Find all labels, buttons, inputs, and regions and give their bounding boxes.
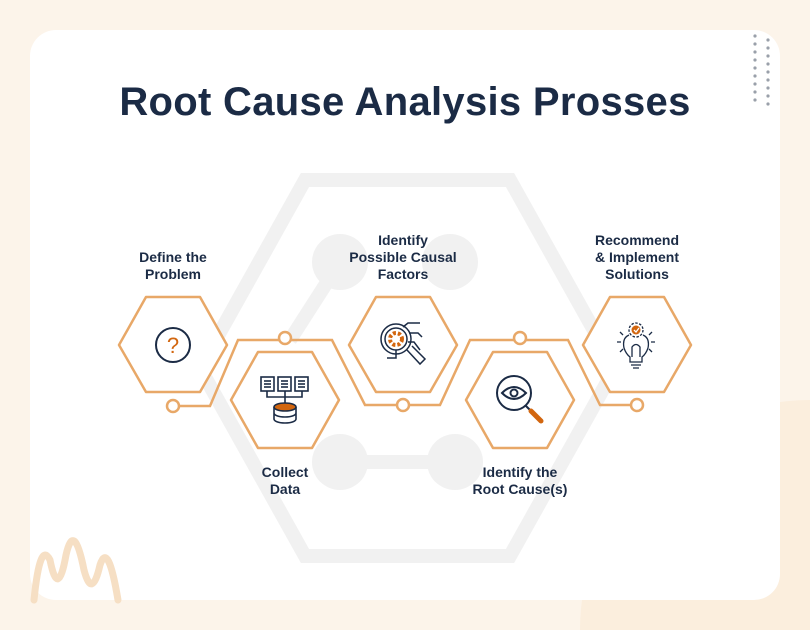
step-label-define-problem: Define the Problem bbox=[139, 249, 207, 282]
gear-magnifier-icon bbox=[380, 322, 427, 366]
connector-node bbox=[629, 397, 645, 413]
squiggle-decoration bbox=[30, 537, 122, 604]
step-label-root-cause: Identify the Root Cause(s) bbox=[472, 464, 568, 497]
background-molecule bbox=[284, 234, 483, 490]
step-label-collect-data: Collect Data bbox=[261, 464, 309, 497]
lightbulb-gear-icon bbox=[617, 322, 655, 369]
step-label-causal-factors: Identify Possible Causal Factors bbox=[349, 232, 457, 282]
connector-node bbox=[395, 397, 411, 413]
eye-magnifier-icon bbox=[496, 375, 544, 424]
database-icon bbox=[260, 376, 309, 424]
connector-node bbox=[277, 330, 293, 346]
hexagon-step-1 bbox=[117, 295, 229, 394]
connector-node bbox=[165, 398, 181, 414]
step-label-solutions: Recommend & Implement Solutions bbox=[594, 232, 680, 282]
page-title: Root Cause Analysis Prosses bbox=[119, 80, 691, 124]
question-mark-icon: ? bbox=[155, 327, 191, 363]
connector-node bbox=[512, 330, 528, 346]
hexagon-step-3 bbox=[347, 295, 459, 394]
svg-text:?: ? bbox=[167, 333, 179, 358]
dots-decoration bbox=[753, 34, 770, 106]
hexagon-step-4 bbox=[464, 350, 576, 450]
